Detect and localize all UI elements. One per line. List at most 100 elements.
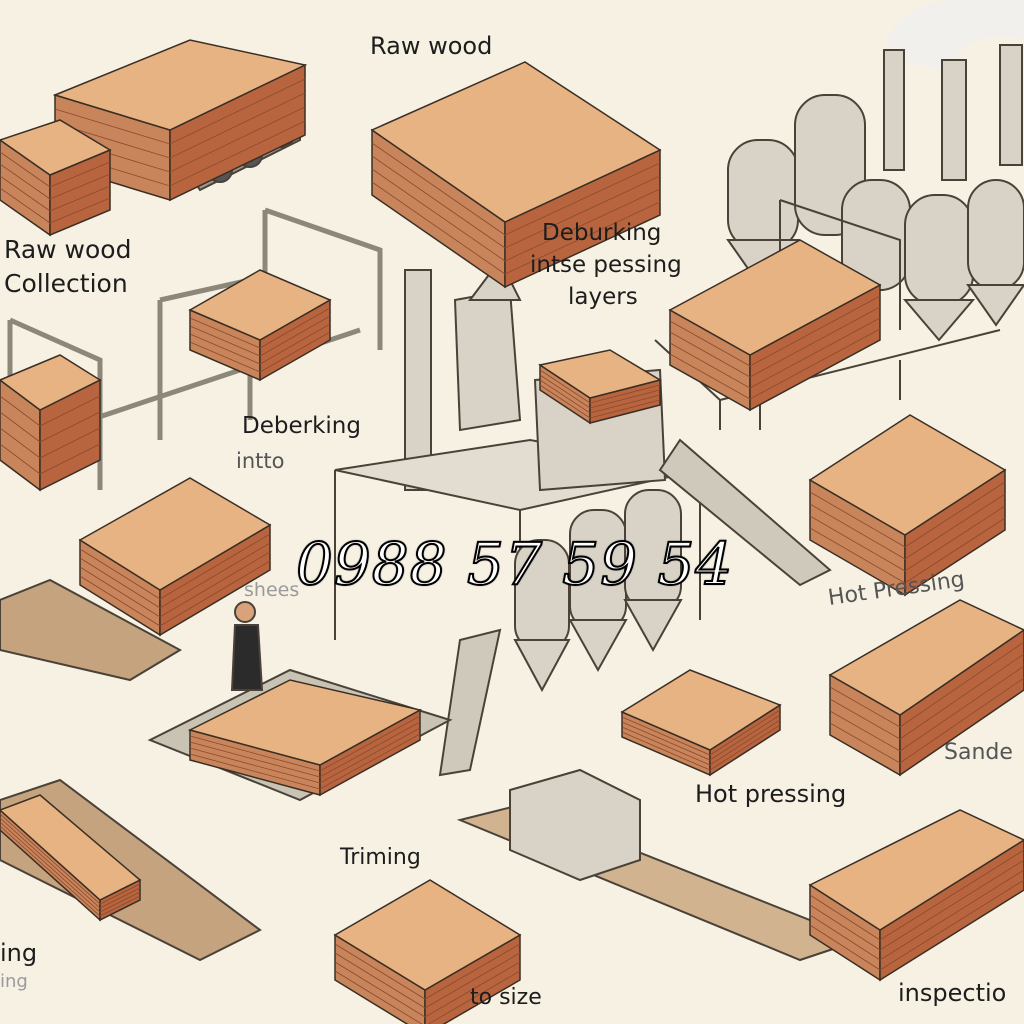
wood-stack-top — [0, 794, 142, 901]
conveyor-left — [0, 578, 183, 682]
wood-layer-line — [809, 879, 1024, 971]
chimney — [999, 44, 1023, 166]
wood-layer-line — [621, 724, 781, 771]
wood-layer-line — [669, 295, 881, 367]
press-frame — [654, 199, 1001, 430]
wood-layer-line — [371, 142, 661, 236]
wood-layer-line — [621, 719, 781, 766]
label-triming: Triming — [340, 845, 421, 870]
wood-layer-line — [621, 709, 781, 756]
wood-stack-top — [187, 679, 423, 766]
wood-layer-line — [371, 168, 661, 262]
wood-stack-top — [668, 239, 882, 356]
label-deburking-2: intse pessing — [530, 252, 682, 278]
wood-layer-line — [809, 859, 1024, 951]
wood-layer-line — [669, 328, 881, 400]
wood-layer-line — [829, 677, 1024, 764]
wood-layer-line — [539, 374, 661, 409]
wood-layer-line — [0, 411, 101, 443]
wood-layer-line — [621, 714, 781, 761]
wood-stack-top — [370, 61, 662, 223]
wood-layer-line — [189, 727, 421, 784]
wood-layer-line — [0, 443, 101, 475]
wood-layer-line — [334, 961, 521, 1018]
wood-layer-line — [0, 813, 141, 905]
silos-top-right — [726, 94, 1024, 342]
wood-layer-line — [189, 315, 331, 357]
wood-layer-line — [809, 849, 1024, 941]
wood-layer-line — [829, 653, 1024, 740]
wood-layer-line — [809, 493, 1006, 560]
wood-layer-line — [0, 821, 141, 913]
silos-center — [513, 489, 683, 693]
label-hot-pressing: Hot pressing — [695, 780, 847, 808]
wood-layer-line — [809, 505, 1006, 572]
wood-layer-line — [189, 331, 331, 373]
label-deburking-3: layers — [568, 284, 638, 310]
wood-layer-line — [334, 943, 521, 1000]
wood-layer-line — [829, 665, 1024, 752]
wood-layer-line — [809, 517, 1006, 584]
label-deburking-1: Deburking — [542, 220, 662, 246]
wood-layer-line — [539, 384, 661, 419]
wood-stack-top — [808, 809, 1024, 931]
wood-layer-line — [54, 92, 306, 159]
wood-stacks — [0, 39, 1024, 1024]
wood-layer-line — [0, 175, 111, 212]
wood-layer-line — [539, 369, 661, 404]
wood-layer-line — [371, 181, 661, 275]
wood-layer-line — [189, 323, 331, 365]
label-intto: intto — [236, 449, 285, 473]
wood-stack-top — [0, 354, 102, 411]
wood-layer-line — [79, 533, 271, 600]
worker — [230, 601, 264, 691]
wood-stack-top — [188, 269, 332, 341]
wood-layer-line — [79, 560, 271, 627]
label-inspection: inspectio — [898, 979, 1007, 1007]
wood-layer-line — [0, 151, 111, 188]
wood-stack-top — [828, 599, 1024, 716]
wood-layer-line — [334, 970, 521, 1024]
wood-stack-top — [78, 477, 272, 591]
wood-layer-line — [0, 395, 101, 427]
label-raw-wood: Raw wood — [370, 32, 493, 60]
wood-layer-line — [189, 307, 331, 349]
wood-stack-top — [808, 414, 1007, 536]
label-ing: ing — [0, 939, 38, 967]
wood-stack-top — [620, 669, 782, 751]
wood-stack-top — [0, 119, 112, 176]
label-shees: shees — [244, 579, 300, 601]
wood-layer-line — [0, 163, 111, 200]
label-deberking: Deberking — [242, 413, 361, 439]
chimney — [941, 59, 967, 181]
wood-stack-top — [538, 349, 662, 399]
label-to-size: to size — [470, 985, 542, 1010]
wood-layer-line — [829, 641, 1024, 728]
wood-layer-line — [189, 733, 421, 790]
wood-layer-line — [669, 306, 881, 378]
wood-layer-line — [334, 952, 521, 1009]
wood-layer-line — [809, 869, 1024, 961]
wood-layer-line — [189, 715, 421, 772]
label-raw-wood-collection-2: Collection — [4, 269, 128, 298]
wood-layer-line — [669, 317, 881, 389]
label-ing-faint: ing — [0, 971, 28, 992]
wood-layer-line — [539, 379, 661, 414]
chimney — [883, 49, 905, 171]
wood-layer-line — [79, 551, 271, 618]
wood-layer-line — [79, 542, 271, 609]
label-sande: Sande — [944, 740, 1013, 765]
wood-layer-line — [0, 825, 141, 917]
wood-layer-line — [54, 78, 306, 145]
wood-layer-line — [189, 721, 421, 778]
phone-watermark: 0988 57 59 54 — [295, 529, 734, 599]
wood-stack-top — [333, 879, 522, 991]
wood-layer-line — [371, 155, 661, 249]
wood-layer-line — [809, 481, 1006, 548]
label-raw-wood-collection-1: Raw wood — [4, 235, 132, 264]
wood-layer-line — [0, 427, 101, 459]
wood-stack-top — [52, 39, 308, 131]
trimming-machine — [509, 768, 641, 882]
smoke — [886, 0, 1024, 70]
